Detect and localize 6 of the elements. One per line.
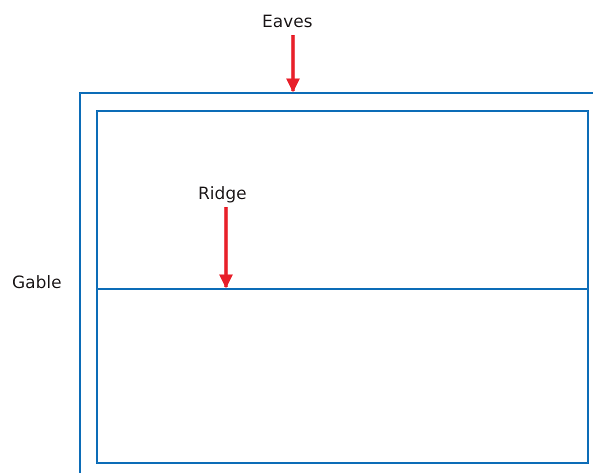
callout-label: Ridge bbox=[198, 184, 247, 204]
side-label: Gable bbox=[12, 273, 62, 293]
ridge-line bbox=[98, 288, 587, 290]
callout-label: Eaves bbox=[262, 12, 313, 32]
arrow bbox=[286, 35, 300, 92]
arrow bbox=[219, 207, 233, 288]
